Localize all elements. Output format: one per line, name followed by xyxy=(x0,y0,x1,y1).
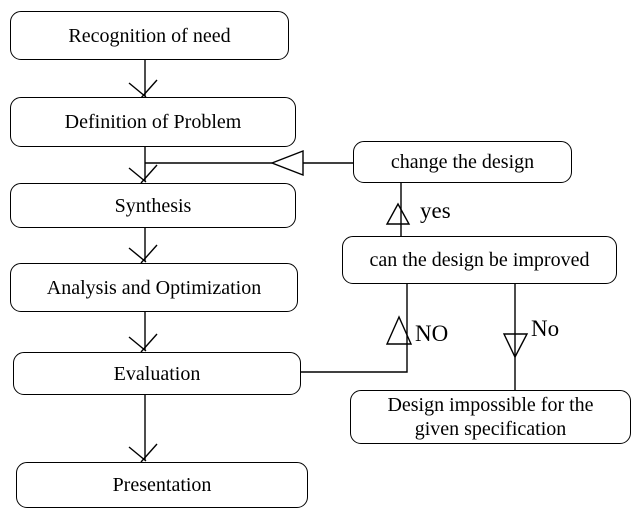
node-synthesis: Synthesis xyxy=(10,183,296,228)
node-evaluation-label: Evaluation xyxy=(113,362,201,385)
edge-label-no-uppercase: NO xyxy=(415,321,449,346)
arrow-synthesis-to-analysis-head-right xyxy=(140,244,158,264)
node-recognition-of-need: Recognition of need xyxy=(10,11,289,60)
no-up-polyline xyxy=(301,284,408,373)
arrow-evaluation-to-presentation-head-right xyxy=(140,443,158,463)
yes-triangle-up-arrow xyxy=(385,202,411,225)
node-synthesis-label: Synthesis xyxy=(114,194,192,217)
node-presentation: Presentation xyxy=(16,462,308,508)
node-definition-of-problem: Definition of Problem xyxy=(10,97,296,147)
node-analysis-and-optimization: Analysis and Optimization xyxy=(10,263,298,312)
edge-label-no: No xyxy=(531,316,560,341)
node-can-design-be-improved-label: can the design be improved xyxy=(369,249,590,271)
node-recognition-of-need-label: Recognition of need xyxy=(68,24,231,47)
arrow-recognition-to-definition-head-right xyxy=(140,79,158,99)
node-definition-of-problem-label: Definition of Problem xyxy=(64,111,242,133)
arrow-analysis-to-evaluation-head-right xyxy=(140,333,158,353)
node-design-impossible-line1: Design impossible for the xyxy=(387,394,594,416)
no-up-triangle-arrow xyxy=(385,315,413,345)
node-evaluation: Evaluation xyxy=(13,352,301,395)
node-change-the-design-label: change the design xyxy=(390,151,535,173)
node-can-design-be-improved: can the design be improved xyxy=(342,236,617,284)
node-presentation-label: Presentation xyxy=(112,474,212,496)
no-down-triangle-arrow xyxy=(502,333,529,359)
feedback-triangle-left-arrow xyxy=(270,149,304,177)
node-change-the-design: change the design xyxy=(353,141,572,183)
node-analysis-and-optimization-label: Analysis and Optimization xyxy=(46,276,262,299)
node-design-impossible-label: Design impossible for the given specific… xyxy=(387,393,593,441)
node-design-impossible-line2: given specification xyxy=(414,418,567,440)
arrow-definition-to-synthesis-head-right xyxy=(140,164,158,184)
edge-label-yes: yes xyxy=(420,198,451,223)
node-design-impossible: Design impossible for the given specific… xyxy=(350,390,631,444)
